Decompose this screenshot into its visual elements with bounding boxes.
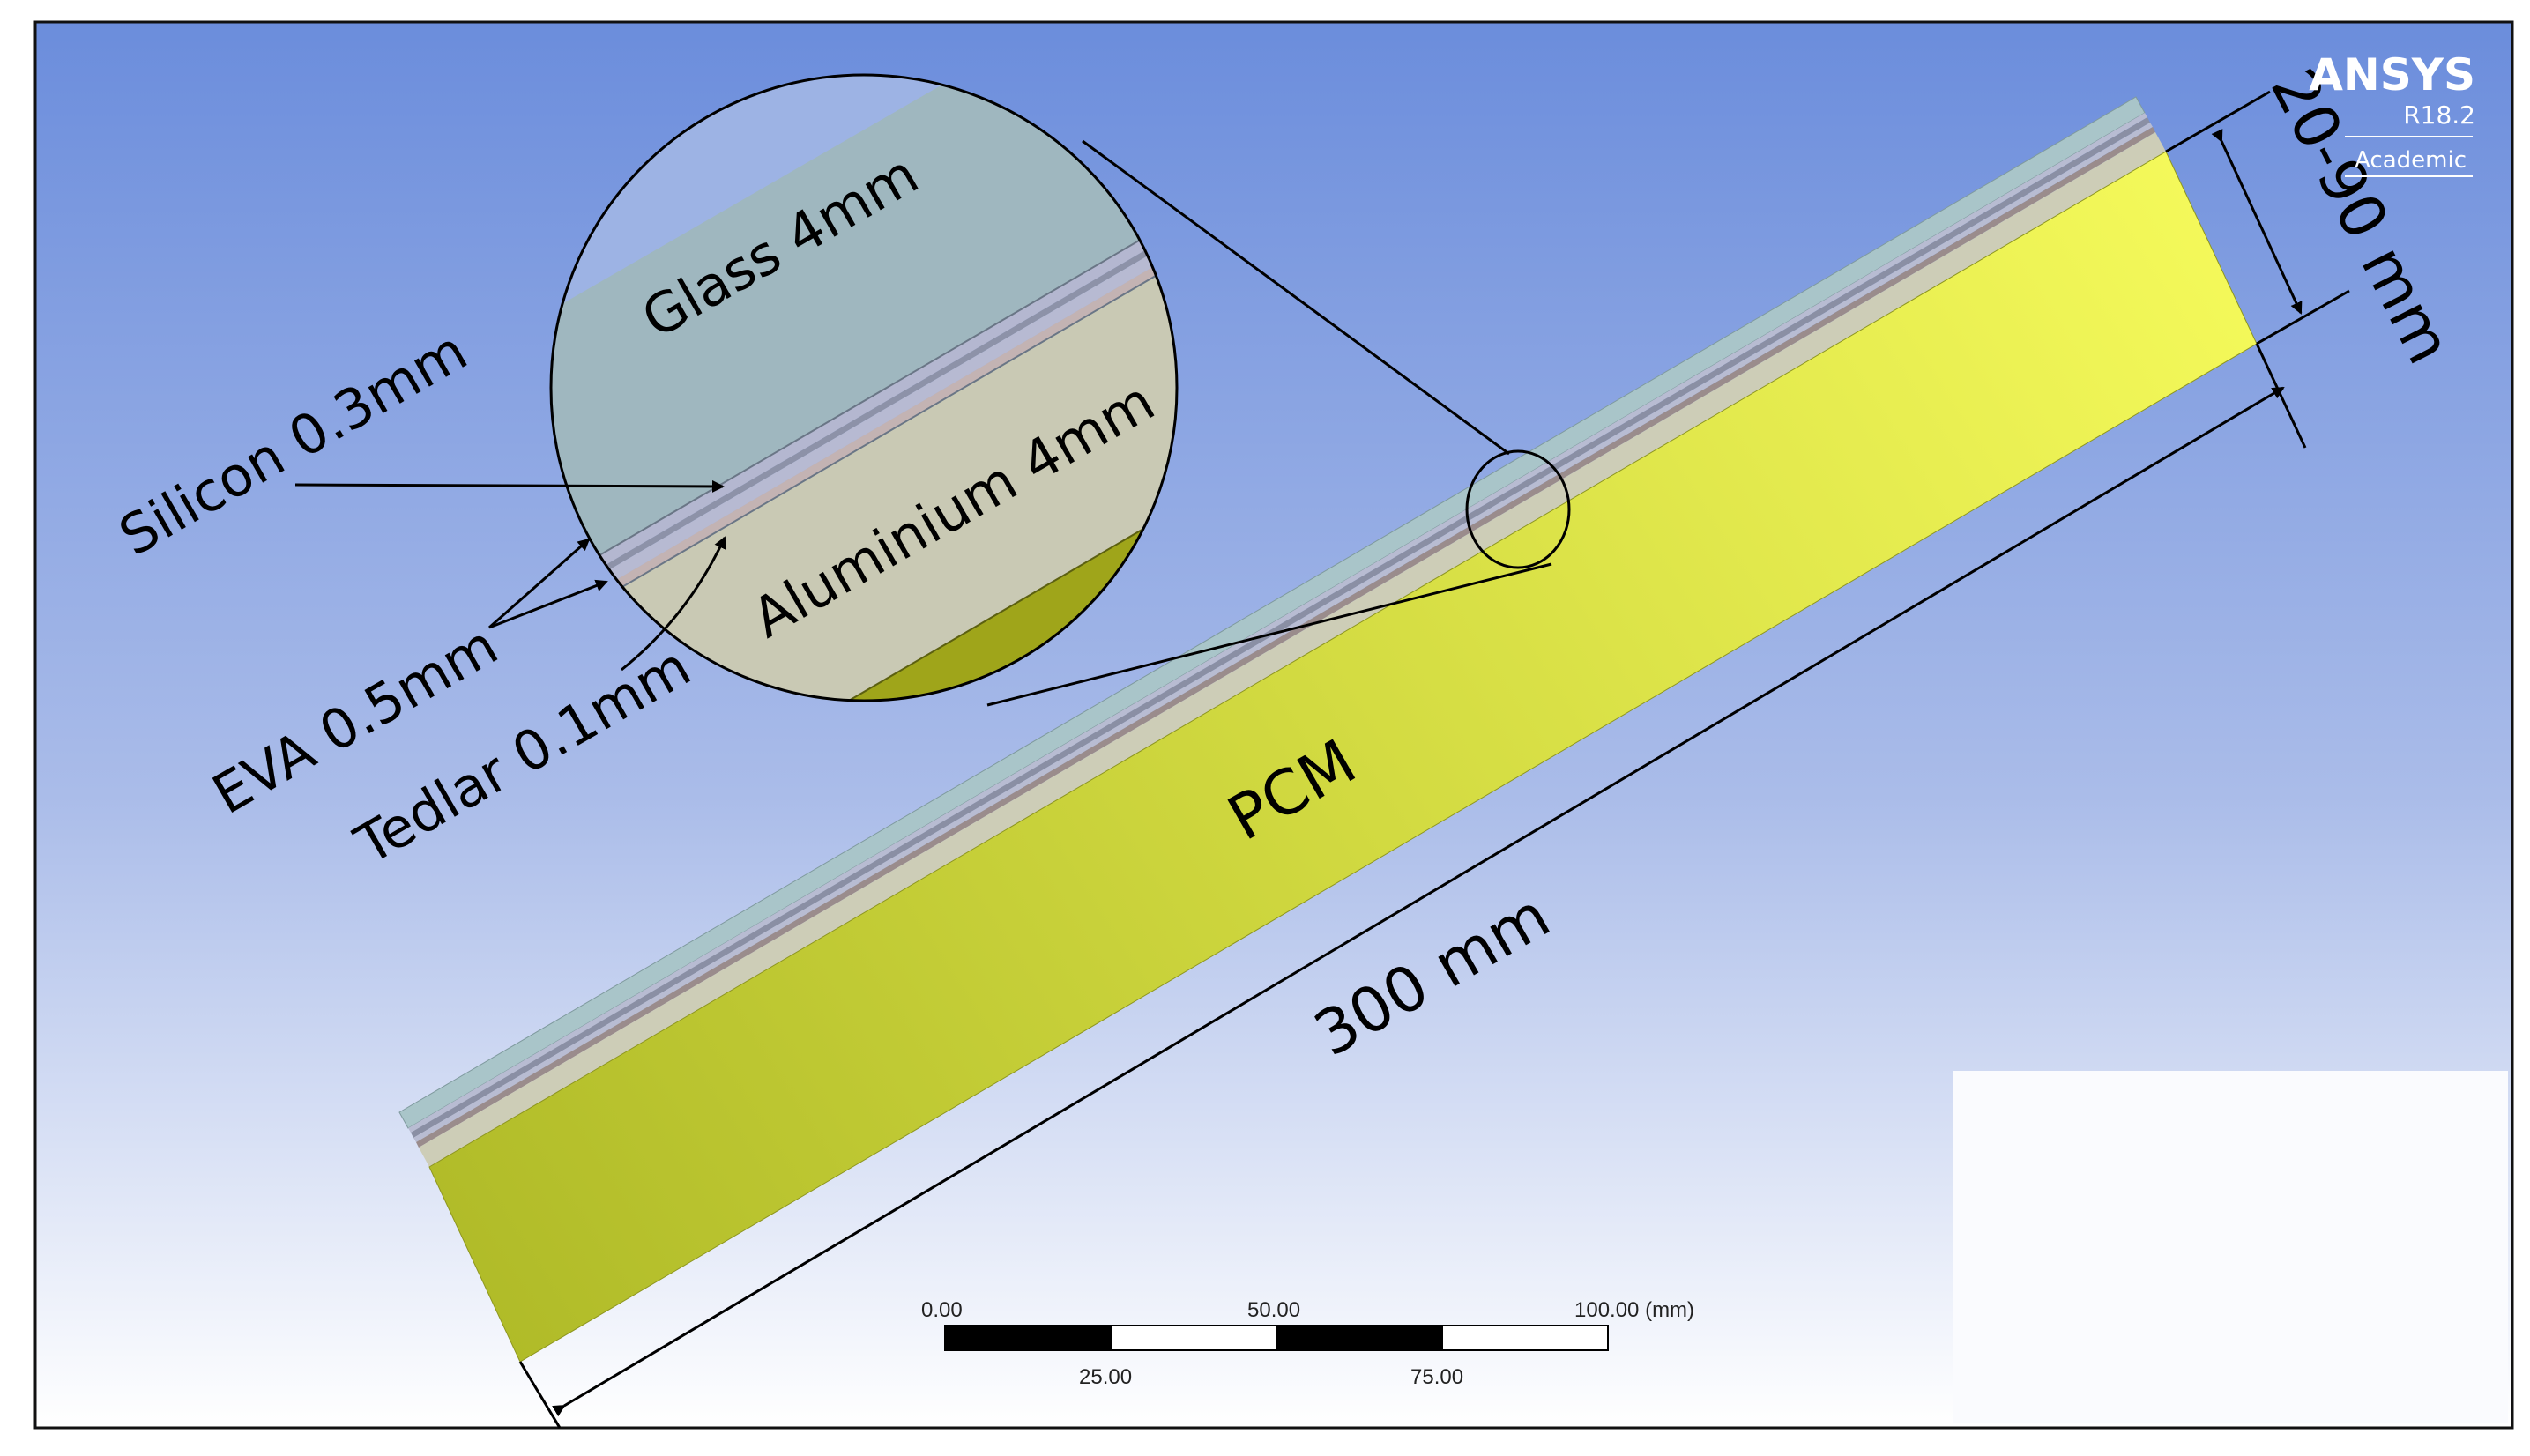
scale-bar: 0.00 50.00 100.00 (mm) 25.00 75.00	[921, 1298, 1694, 1389]
ansys-edition: Academic	[2355, 147, 2467, 174]
scale-tick-75: 75.00	[1410, 1365, 1463, 1389]
ansys-brand: ANSYS	[2309, 49, 2475, 100]
silicon-leader-arrow	[294, 479, 725, 493]
scale-tick-0: 0.00	[921, 1298, 963, 1322]
ansys-watermark: ANSYS R18.2 Academic	[2309, 49, 2475, 177]
scale-tick-50: 50.00	[1247, 1298, 1300, 1322]
scale-segment-1	[944, 1325, 1112, 1351]
scale-segment-3	[1276, 1325, 1443, 1351]
length-dimension-arrow	[552, 386, 2285, 1417]
scale-tick-25: 25.00	[1079, 1365, 1132, 1389]
length-dimension	[518, 343, 2307, 1429]
scale-segment-4	[1441, 1325, 1609, 1351]
scale-tick-100: 100.00 (mm)	[1574, 1298, 1694, 1322]
viewport-corner-patch	[1953, 1071, 2508, 1423]
scale-segment-2	[1110, 1325, 1277, 1351]
ansys-version: R18.2	[2403, 100, 2475, 130]
thickness-dimension-arrow	[2211, 129, 2303, 315]
thickness-dimension	[2165, 90, 2350, 345]
